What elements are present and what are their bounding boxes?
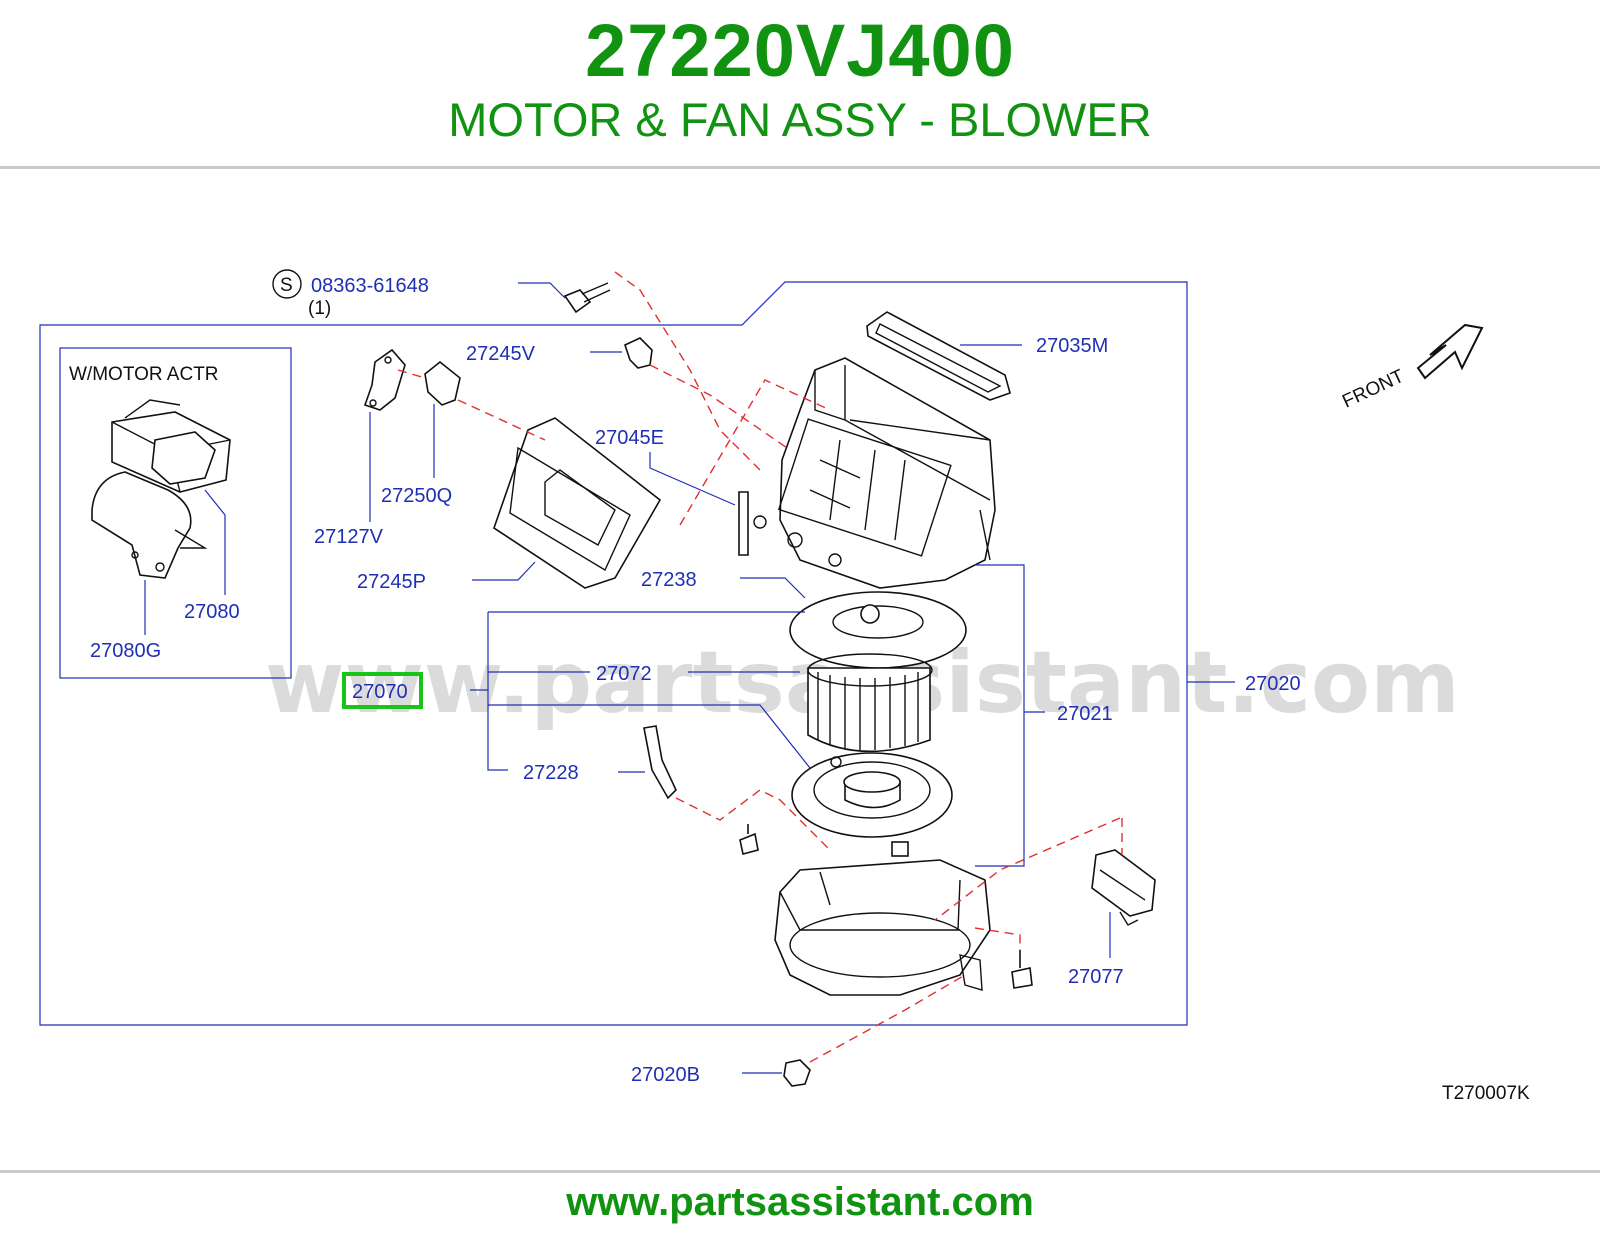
front-arrow-icon (1416, 323, 1484, 380)
bracket-27021 (975, 564, 1045, 867)
footer-divider (0, 1170, 1600, 1173)
label-27245P: 27245P (357, 571, 426, 593)
label-27245V: 27245V (466, 343, 536, 365)
label-27035M: 27035M (1036, 335, 1108, 357)
leader-27245P (472, 561, 536, 581)
label-27070: 27070 (352, 681, 408, 703)
fan-wheel-drawing (789, 591, 967, 753)
seal-27250Q-drawing (424, 360, 461, 406)
assembly-line-screw (614, 271, 761, 471)
blower-motor-drawing (791, 752, 953, 857)
hose-27228-drawing (643, 725, 677, 800)
label-27020: 27020 (1245, 673, 1301, 695)
part-name-subtitle: MOTOR & FAN ASSY - BLOWER (448, 93, 1152, 146)
screw-quantity: (1) (308, 298, 331, 319)
filter-27245P-drawing (493, 417, 662, 589)
label-27045E: 27045E (595, 427, 664, 449)
leader-27080 (204, 489, 226, 595)
label-27072: 27072 (596, 663, 652, 685)
leader-08363-61648 (518, 282, 566, 299)
footer-url-link[interactable]: www.partsassistant.com (566, 1180, 1034, 1224)
leader-27045E (649, 452, 736, 506)
label-27077: 27077 (1068, 966, 1124, 988)
drawing-code: T270007K (1442, 1083, 1530, 1104)
label-27020B: 27020B (631, 1064, 700, 1086)
resistor-27077-drawing (1091, 849, 1156, 926)
label-08363-61648: 08363-61648 (311, 275, 429, 297)
assembly-line-clip (649, 364, 791, 451)
clip-27245V-drawing (624, 337, 653, 369)
main-frame (39, 281, 1188, 1026)
screw-symbol: S (280, 275, 293, 296)
label-27250Q: 27250Q (381, 485, 452, 507)
nut-27020B-drawing (783, 1059, 811, 1087)
label-27080G: 27080G (90, 640, 161, 662)
screw-symbol-circle (272, 269, 302, 299)
sensor-27045E-drawing (738, 491, 749, 556)
assembly-line-screw2 (974, 927, 1021, 950)
assembly-line-hose (675, 789, 831, 851)
leader-27238 (740, 577, 806, 599)
front-label: FRONT (1339, 366, 1408, 413)
bracket-27070 (470, 611, 811, 771)
motor-actuator-drawing (111, 399, 231, 493)
bracket-27127V-drawing (363, 348, 406, 411)
part-number-title: 27220VJ400 (585, 9, 1015, 92)
assembly-line-nut (809, 974, 966, 1063)
label-27127V: 27127V (314, 526, 384, 548)
label-27021: 27021 (1057, 703, 1113, 725)
screw-small-2-drawing (1011, 950, 1033, 989)
screw-small-1-drawing (739, 824, 759, 855)
label-27228: 27228 (523, 762, 579, 784)
header: 27220VJ400 MOTOR & FAN ASSY - BLOWER (0, 0, 1600, 168)
label-27080: 27080 (184, 601, 240, 623)
lower-case-drawing (774, 859, 991, 996)
inset-caption: W/MOTOR ACTR (69, 364, 219, 385)
actuator-bracket-drawing (91, 471, 208, 579)
assembly-line-resistor (934, 817, 1123, 921)
highlight-27070 (342, 672, 423, 709)
inset-frame (59, 347, 292, 679)
screw-drawing (563, 282, 611, 314)
assembly-line-seal (397, 369, 546, 441)
intake-housing-drawing (753, 357, 996, 589)
label-27238: 27238 (641, 569, 697, 591)
header-divider (0, 166, 1600, 169)
assembly-line-filter (679, 379, 831, 526)
gasket-27035M-drawing (866, 311, 1011, 401)
